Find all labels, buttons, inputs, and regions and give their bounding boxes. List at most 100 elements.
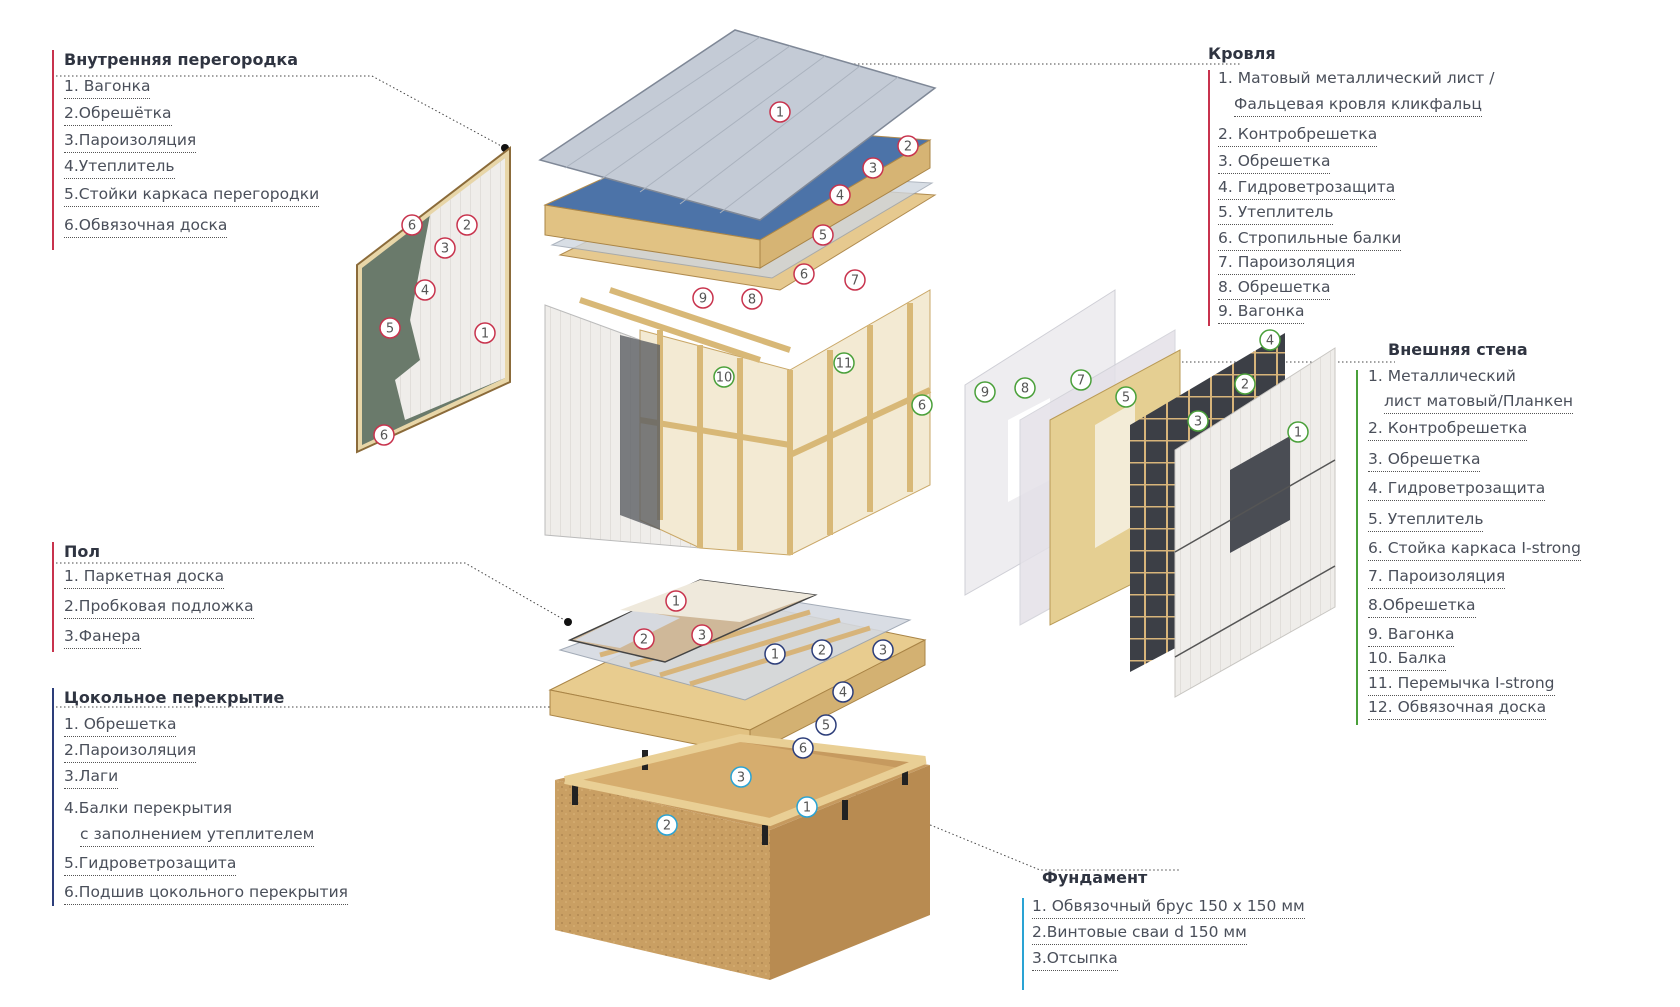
marker-circle-roof-2 [897, 135, 919, 157]
roof-legend: Кровля 1. Матовый металлический лист / Ф… [1208, 44, 1508, 326]
marker-circle-floor-5 [811, 639, 833, 661]
marker-circle-partition-2 [456, 214, 478, 236]
marker-label-roof-6: 6 [800, 268, 808, 283]
marker-label-partition-5: 5 [386, 322, 394, 337]
marker-label-partition-7: 6 [380, 429, 388, 444]
outer-wall-item-11: 11. Перемычка I-strong [1368, 674, 1555, 696]
marker-circle-wall-7 [1014, 377, 1036, 399]
marker-label-floor-4: 1 [771, 648, 779, 663]
partition-item-4: 4.Утеплитель [64, 157, 175, 179]
marker-circle-roof-3 [862, 157, 884, 179]
marker-circle-floor-2 [633, 628, 655, 650]
outer-wall-accent-bar [1356, 370, 1358, 725]
foundation-item-1: 1. Обвязочный брус 150 х 150 мм [1032, 897, 1305, 919]
floor-item-3: 3.Фанера [64, 627, 141, 649]
marker-circle-wall-3 [1187, 410, 1209, 432]
foundation-accent-bar [1022, 898, 1024, 990]
foundation-legend: Фундамент 1. Обвязочный брус 150 х 150 м… [1022, 868, 1362, 990]
partition-item-5: 5.Стойки каркаса перегородки [64, 185, 320, 207]
marker-circle-floor-4 [764, 643, 786, 665]
marker-label-floor-1: 1 [672, 595, 680, 610]
marker-label-partition-4: 4 [421, 284, 429, 299]
floor-assembly [548, 579, 927, 756]
marker-label-frame-1: 10 [716, 371, 733, 386]
outer-wall-item-10: 10. Балка [1368, 649, 1447, 671]
marker-label-partition-1: 1 [481, 327, 489, 342]
marker-label-wall-1: 1 [1294, 426, 1302, 441]
marker-circle-foundation-2 [656, 814, 678, 836]
marker-label-floor-7: 4 [839, 686, 847, 701]
marker-label-foundation-2: 2 [663, 819, 671, 834]
partition-item-3: 3.Пароизоляция [64, 131, 197, 153]
marker-label-wall-5: 5 [1122, 391, 1130, 406]
marker-circle-frame-1 [713, 366, 735, 388]
house-frame [544, 287, 932, 556]
marker-circle-partition-6 [401, 214, 423, 236]
marker-circle-partition-7 [373, 424, 395, 446]
partition-panel [356, 145, 511, 454]
marker-label-roof-4: 4 [836, 189, 844, 204]
partition-accent-bar [52, 50, 54, 250]
marker-circle-frame-2 [833, 352, 855, 374]
marker-label-frame-2: 11 [836, 357, 853, 372]
roof-item-3: 3. Обрешетка [1218, 152, 1331, 174]
outer-wall-title: Внешняя стена [1388, 340, 1528, 359]
marker-circle-roof-8 [741, 288, 763, 310]
marker-circle-partition-4 [414, 279, 436, 301]
marker-circle-floor-1 [665, 590, 687, 612]
roof-item-5: 5. Утеплитель [1218, 203, 1334, 225]
outer-wall-item-6: 6. Стойка каркаса I-strong [1368, 539, 1581, 561]
marker-label-wall-8: 9 [981, 386, 989, 401]
marker-circle-roof-5 [812, 224, 834, 246]
marker-circle-wall-6 [1070, 369, 1092, 391]
floor-title: Пол [64, 542, 101, 561]
marker-label-wall-6: 7 [1077, 374, 1085, 389]
foundation-item-2: 2.Винтовые сваи d 150 мм [1032, 923, 1247, 945]
outer-wall-item-4: 4. Гидроветрозащита [1368, 479, 1546, 501]
roof-accent-bar [1208, 70, 1210, 326]
marker-label-foundation-1: 1 [803, 801, 811, 816]
base-floor-item-1: 1. Обрешетка [64, 715, 177, 737]
marker-circle-floor-8 [815, 714, 837, 736]
marker-label-floor-6: 3 [879, 644, 887, 659]
roof-item-1b: Фальцевая кровля кликфальц [1234, 95, 1482, 117]
base-floor-item-5: 5.Гидроветрозащита [64, 854, 237, 876]
outer-wall-item-2: 2. Контробрешетка [1368, 419, 1528, 441]
base-floor-title: Цокольное перекрытие [64, 688, 285, 707]
marker-label-wall-3: 3 [1194, 415, 1202, 430]
marker-circle-roof-4 [829, 184, 851, 206]
marker-circle-partition-1 [474, 322, 496, 344]
marker-label-partition-2: 2 [463, 219, 471, 234]
floor-accent-bar [52, 542, 54, 652]
marker-label-roof-5: 5 [819, 229, 827, 244]
marker-label-frame-3: 6 [918, 399, 926, 414]
marker-circle-wall-4 [1259, 329, 1281, 351]
foundation-item-3: 3.Отсыпка [1032, 949, 1118, 971]
outer-wall-item-5: 5. Утеплитель [1368, 510, 1484, 532]
marker-label-foundation-3: 3 [737, 771, 745, 786]
partition-item-1: 1. Вагонка [64, 77, 151, 99]
marker-label-wall-7: 8 [1021, 382, 1029, 397]
foundation-front [555, 780, 770, 980]
roof-item-1: 1. Матовый металлический лист / [1218, 69, 1495, 87]
marker-circle-floor-7 [832, 681, 854, 703]
outer-wall-item-8: 8.Обрешетка [1368, 596, 1476, 618]
base-floor-item-3: 3.Лаги [64, 767, 119, 789]
marker-label-wall-4: 4 [1266, 334, 1274, 349]
partition-item-2: 2.Обрешётка [64, 104, 172, 126]
marker-circle-roof-7 [844, 269, 866, 291]
outer-wall-item-1b: лист матовый/Планкен [1384, 392, 1574, 414]
marker-label-floor-8: 5 [822, 719, 830, 734]
roof-item-6: 6. Стропильные балки [1218, 229, 1402, 251]
outer-wall-layers [964, 289, 1336, 698]
marker-circle-foundation-1 [796, 796, 818, 818]
marker-label-partition-6: 6 [408, 219, 416, 234]
marker-circle-wall-1 [1287, 421, 1309, 443]
marker-circle-wall-8 [974, 381, 996, 403]
marker-circle-floor-6 [872, 639, 894, 661]
base-floor-item-6: 6.Подшив цокольного перекрытия [64, 883, 348, 905]
outer-wall-item-1: 1. Металлический [1368, 367, 1516, 385]
outer-wall-item-9: 9. Вагонка [1368, 625, 1455, 647]
